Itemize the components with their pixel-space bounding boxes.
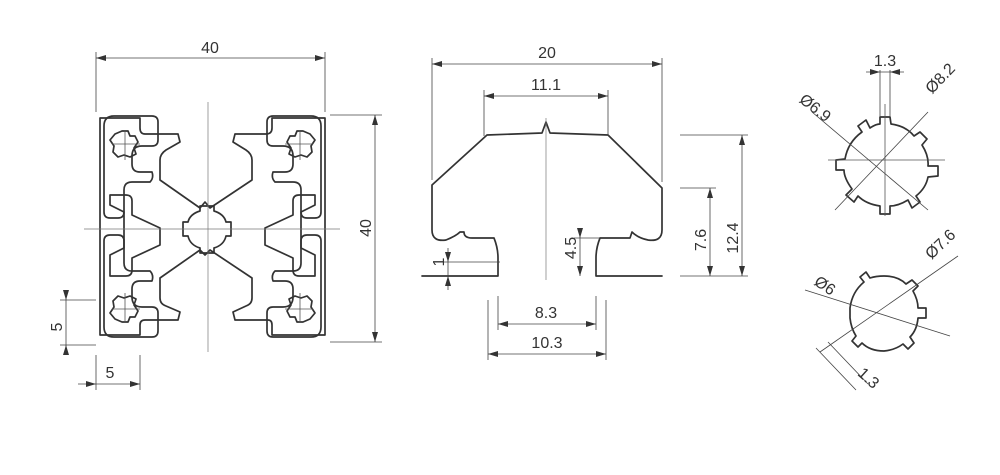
slot-profile-view: 20 11.1 1 4.5 7.6 12.4: [421, 45, 748, 360]
slot-depth-small-label: 4.5: [563, 237, 580, 259]
hole-large-inner-diameter-label: Ø6.9: [796, 91, 834, 126]
slot-depth-mid-label: 7.6: [693, 229, 710, 251]
hole-small-key-width-label: 1.3: [854, 365, 882, 393]
profile-outline: [99, 117, 326, 336]
hole-large-detail: 1.3 Ø8.2 Ø6.9: [796, 53, 959, 216]
center-bore: [182, 205, 232, 254]
slot-opening-outer-label: 10.3: [531, 335, 562, 352]
front-width-label: 40: [201, 40, 219, 57]
front-height-label: 40: [358, 219, 375, 237]
hole-large-outer-diameter-label: Ø8.2: [923, 60, 959, 97]
slot-wall-thickness-label: 1: [431, 257, 448, 266]
slot-profile-outline: [421, 121, 663, 277]
hole-small-outer-diameter-label: Ø7.6: [922, 227, 959, 263]
slot-outer-width-label: 20: [538, 45, 556, 62]
hole-small-inner-diameter-label: Ø6: [811, 273, 838, 299]
slot-pitch-horizontal-label: 5: [106, 365, 115, 382]
front-view: 40 40 5 5: [49, 40, 382, 390]
hole-large-key-width-label: 1.3: [874, 53, 896, 70]
slot-opening-inner-label: 8.3: [535, 305, 557, 322]
slot-groove-width-label: 11.1: [531, 77, 561, 94]
slot-depth-total-label: 12.4: [725, 222, 742, 253]
slot-pitch-vertical-label: 5: [49, 322, 66, 331]
hole-small-detail: Ø7.6 Ø6 1.3: [804, 227, 959, 393]
